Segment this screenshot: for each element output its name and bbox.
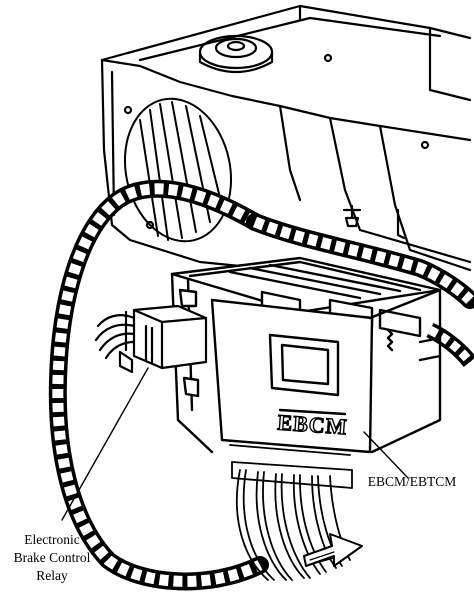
module-stamp: EBCM [277,410,349,440]
arrow-right-icon [303,533,363,567]
ribbon-cables [229,444,353,581]
ebcm-module [170,256,442,454]
ebcm-label: EBCM/EBTCM [368,474,457,489]
motor-opening [123,97,233,243]
motor-cap [198,34,274,73]
brake-control-relay [94,304,208,374]
modulator-housing [100,4,472,272]
relay-label-line1: Electronic [24,532,79,547]
relay-label-line2: Brake Control [14,550,91,565]
relay-label-line3: Relay [36,568,68,583]
leader-lines [61,367,409,521]
wiring-harness [48,179,474,591]
relay-label: Electronic Brake Control Relay [14,532,91,583]
